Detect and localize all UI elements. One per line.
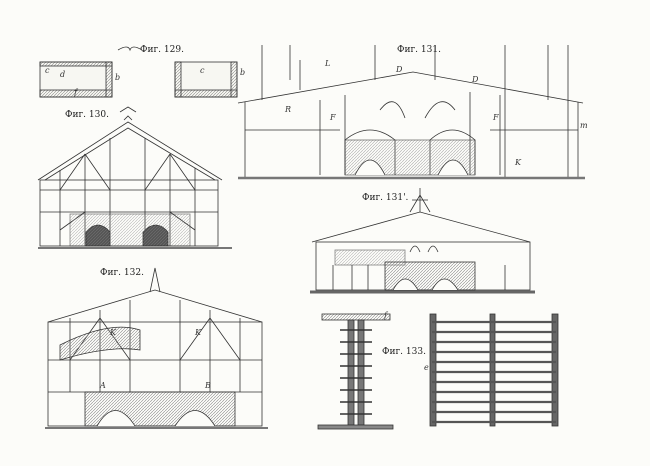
svg-text:f: f [383,311,389,320]
svg-text:F: F [492,113,499,122]
svg-text:D: D [471,75,479,84]
svg-text:L: L [324,59,330,68]
figure-131-drawing: R D D L F F mK [237,45,588,180]
svg-text:m: m [580,121,588,130]
svg-text:b: b [240,68,245,77]
caption-fig-129: Фиг. 129. [140,45,184,55]
svg-text:K: K [514,158,522,167]
svg-text:c: c [45,66,50,75]
svg-text:d: d [60,70,65,79]
figure-131-prime-drawing [310,188,535,294]
svg-text:F: F [329,113,336,122]
svg-text:e: e [424,363,429,372]
caption-fig-131-prime: Фиг. 131'. [362,193,409,203]
svg-text:A: A [99,381,106,390]
caption-fig-132: Фиг. 132. [100,268,144,278]
figure-130-drawing [37,106,232,249]
svg-text:B: B [204,381,211,390]
caption-fig-130: Фиг. 130. [65,110,109,120]
svg-text:c: c [200,66,205,75]
figure-132-drawing: A B K K [45,267,268,429]
figure-129-drawing: c d f b c b [39,46,245,98]
svg-text:R: R [284,105,291,114]
figure-133-drawing: fe [317,311,559,430]
caption-fig-131: Фиг. 131. [397,45,441,55]
svg-text:K: K [194,328,202,337]
caption-fig-133: Фиг. 133. [382,347,426,357]
svg-text:K: K [109,328,117,337]
svg-text:D: D [395,65,403,74]
svg-text:b: b [115,73,120,82]
svg-text:f: f [73,88,79,97]
